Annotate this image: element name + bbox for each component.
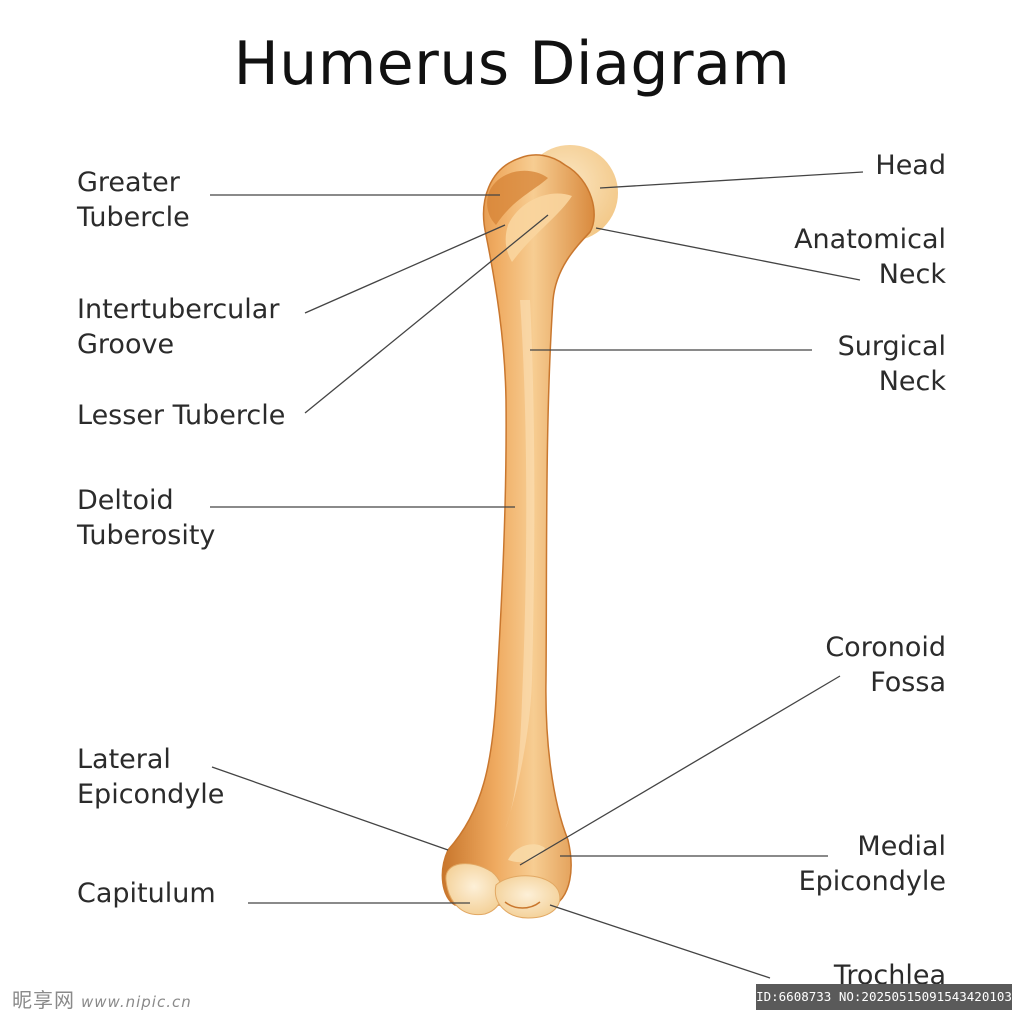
trochlea-shape	[494, 875, 561, 919]
leader-trochlea	[549, 904, 771, 979]
label-greater-tubercle: Greater Tubercle	[77, 167, 190, 233]
label-capitulum: Capitulum	[77, 878, 216, 909]
leader-coronoid-fossa	[519, 675, 841, 866]
leader-head	[599, 171, 864, 189]
coronoid-fossa-shape	[508, 844, 545, 863]
leader-anatomical-neck	[595, 227, 861, 281]
label-lateral-epicondyle: Lateral Epicondyle	[77, 744, 225, 810]
label-intertubercular-groove: Intertubercular Groove	[77, 294, 280, 360]
label-surgical-neck: Surgical Neck	[837, 331, 946, 397]
page-title: Humerus Diagram	[233, 29, 791, 99]
lesser-tubercle-shape	[505, 193, 572, 262]
leader-intertubercular-groove	[304, 224, 506, 314]
label-medial-epicondyle: Medial Epicondyle	[798, 831, 946, 897]
leader-lesser-tubercle	[304, 214, 549, 414]
humerus-bone	[441, 154, 595, 906]
label-head: Head	[875, 150, 946, 181]
label-lesser-tubercle: Lesser Tubercle	[77, 400, 286, 431]
leader-lateral-epicondyle	[211, 766, 449, 851]
watermark-id-badge: ID:6608733 NO:20250515091543420103	[756, 984, 1012, 1010]
label-coronoid-fossa: Coronoid Fossa	[825, 632, 946, 698]
greater-tubercle-shape	[487, 170, 548, 225]
trochlea-groove	[504, 901, 541, 909]
label-anatomical-neck: Anatomical Neck	[794, 224, 946, 290]
shaft-highlight	[505, 300, 535, 830]
label-deltoid-tuberosity: Deltoid Tuberosity	[77, 485, 216, 551]
